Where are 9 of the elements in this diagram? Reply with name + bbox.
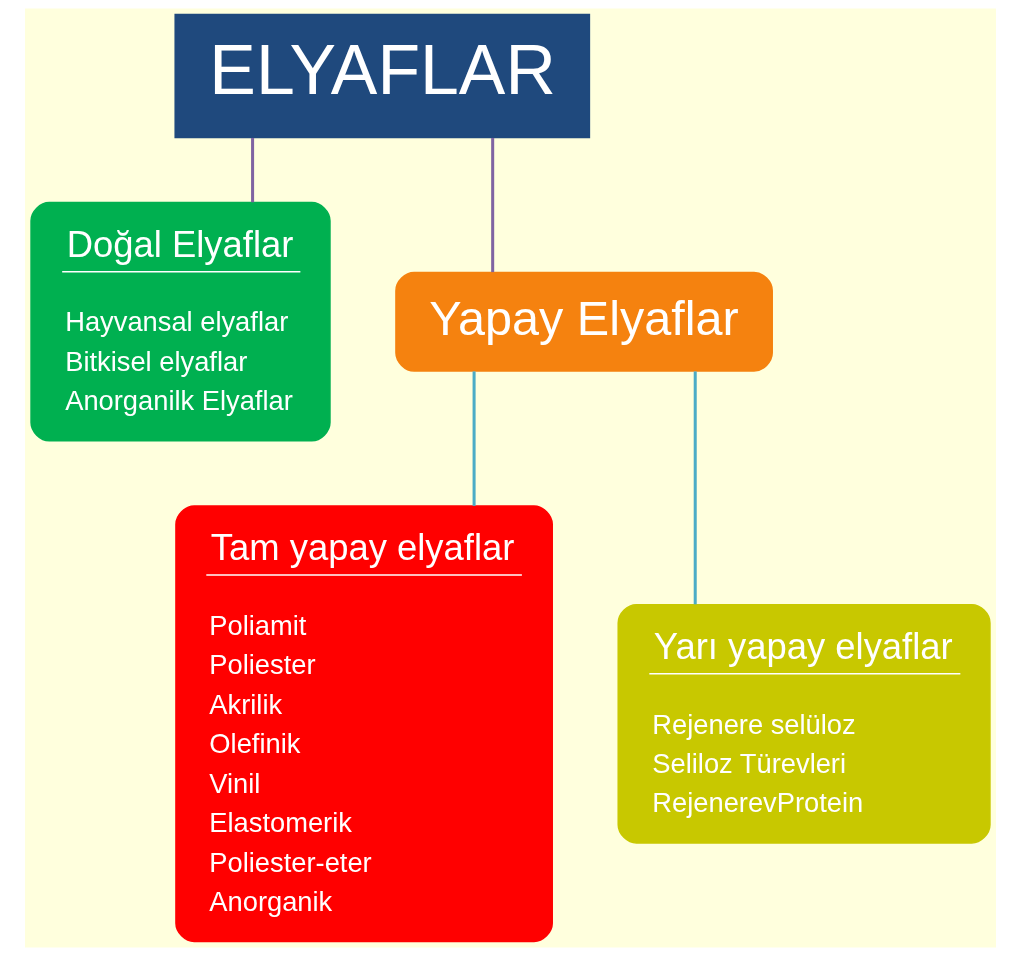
node-box: ELYAFLAR xyxy=(174,13,591,139)
connector xyxy=(251,137,255,203)
connector xyxy=(472,371,476,506)
node-box: Doğal Elyaflar Hayvansal elyaflar Bitkisel elyaflar Anorganilk Elyaflar xyxy=(30,201,331,442)
connector xyxy=(693,371,697,605)
node-box: Yapay Elyaflar xyxy=(395,271,773,372)
node-box: Tam yapay elyaflar Poliamit Poliester Akrilik Olefinik Vinil Elastomerik Poliester-eter Anorganik xyxy=(175,505,553,943)
node-box: Yarı yapay elyaflar Rejenere selüloz Seliloz Türevleri RejenerevProtein xyxy=(617,603,991,844)
connector xyxy=(491,137,495,273)
